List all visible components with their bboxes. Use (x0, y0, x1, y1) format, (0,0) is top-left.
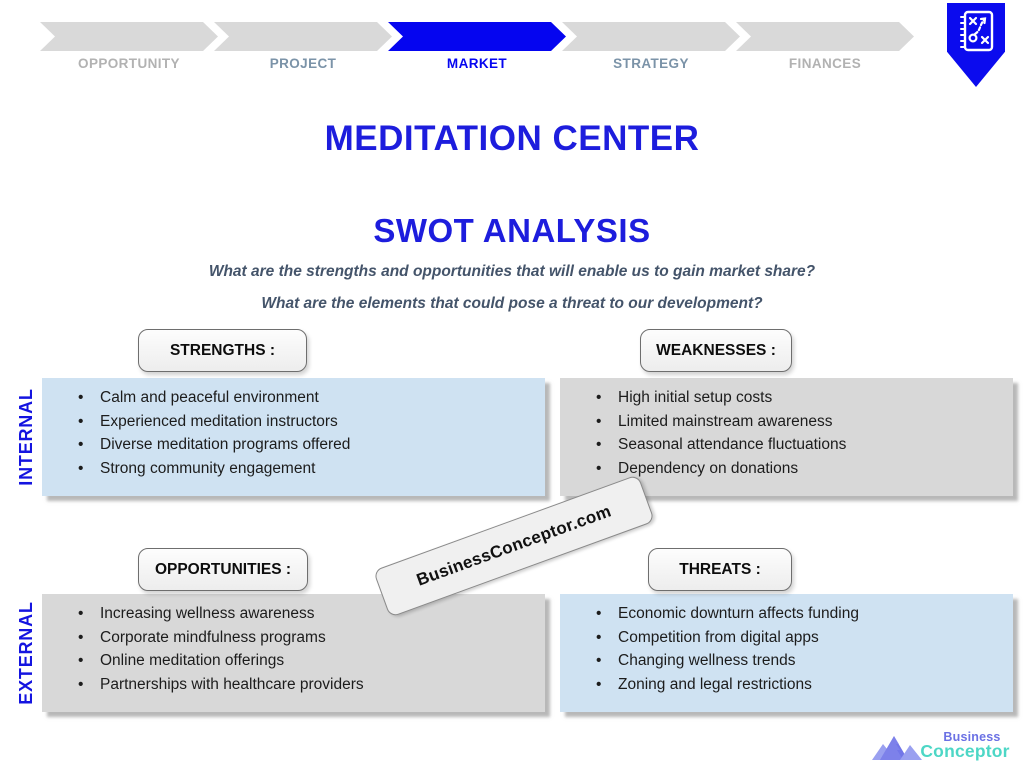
list-item: Increasing wellness awareness (78, 602, 537, 626)
strengths-box: Calm and peaceful environment Experience… (42, 378, 545, 496)
page-title: MEDITATION CENTER (324, 119, 700, 158)
strengths-list: Calm and peaceful environment Experience… (42, 378, 545, 480)
step-chevron-strategy (562, 22, 740, 51)
step-label-finances: FINANCES (788, 56, 862, 71)
step-chevron-market (388, 22, 566, 51)
logo-text-business: Business (943, 730, 1001, 744)
logo-text-conceptor: Conceptor (920, 741, 1010, 761)
opportunities-box: Increasing wellness awareness Corporate … (42, 594, 545, 712)
step-chevron-opportunity (40, 22, 218, 51)
list-item: Zoning and legal restrictions (596, 673, 1005, 697)
step-label-opportunity: OPPORTUNITY (78, 56, 180, 71)
list-item: Online meditation offerings (78, 649, 537, 673)
page-subtitle: SWOT ANALYSIS (373, 212, 651, 249)
business-conceptor-logo: Business Conceptor (872, 729, 1014, 765)
strategy-tactics-icon (960, 10, 994, 52)
mountains-icon (872, 736, 922, 760)
question-line-2: What are the elements that could pose a … (261, 295, 763, 312)
step-chevron-project (214, 22, 392, 51)
question-line-1: What are the strengths and opportunities… (208, 263, 816, 280)
list-item: Strong community engagement (78, 457, 537, 481)
list-item: Partnerships with healthcare providers (78, 673, 537, 697)
list-item: Calm and peaceful environment (78, 386, 537, 410)
opportunities-header: OPPORTUNITIES : (138, 548, 308, 591)
threats-list: Economic downturn affects funding Compet… (560, 594, 1013, 696)
list-item: Dependency on donations (596, 457, 1005, 481)
bookmark-ribbon (947, 3, 1005, 87)
weaknesses-list: High initial setup costs Limited mainstr… (560, 378, 1013, 480)
list-item: Economic downturn affects funding (596, 602, 1005, 626)
list-item: Diverse meditation programs offered (78, 433, 537, 457)
threats-header: THREATS : (648, 548, 792, 591)
list-item: Changing wellness trends (596, 649, 1005, 673)
threats-box: Economic downturn affects funding Compet… (560, 594, 1013, 712)
strengths-header: STRENGTHS : (138, 329, 307, 372)
weaknesses-header: WEAKNESSES : (640, 329, 792, 372)
list-item: Experienced meditation instructors (78, 410, 537, 434)
list-item: Limited mainstream awareness (596, 410, 1005, 434)
external-axis-label: EXTERNAL (16, 601, 36, 705)
list-item: High initial setup costs (596, 386, 1005, 410)
step-chevron-finances (736, 22, 914, 51)
opportunities-list: Increasing wellness awareness Corporate … (42, 594, 545, 696)
step-label-market: MARKET (446, 56, 508, 71)
internal-axis-label: INTERNAL (16, 388, 36, 486)
step-label-project: PROJECT (269, 56, 337, 71)
list-item: Competition from digital apps (596, 626, 1005, 650)
list-item: Seasonal attendance fluctuations (596, 433, 1005, 457)
list-item: Corporate mindfulness programs (78, 626, 537, 650)
weaknesses-box: High initial setup costs Limited mainstr… (560, 378, 1013, 496)
step-label-strategy: STRATEGY (613, 56, 689, 71)
